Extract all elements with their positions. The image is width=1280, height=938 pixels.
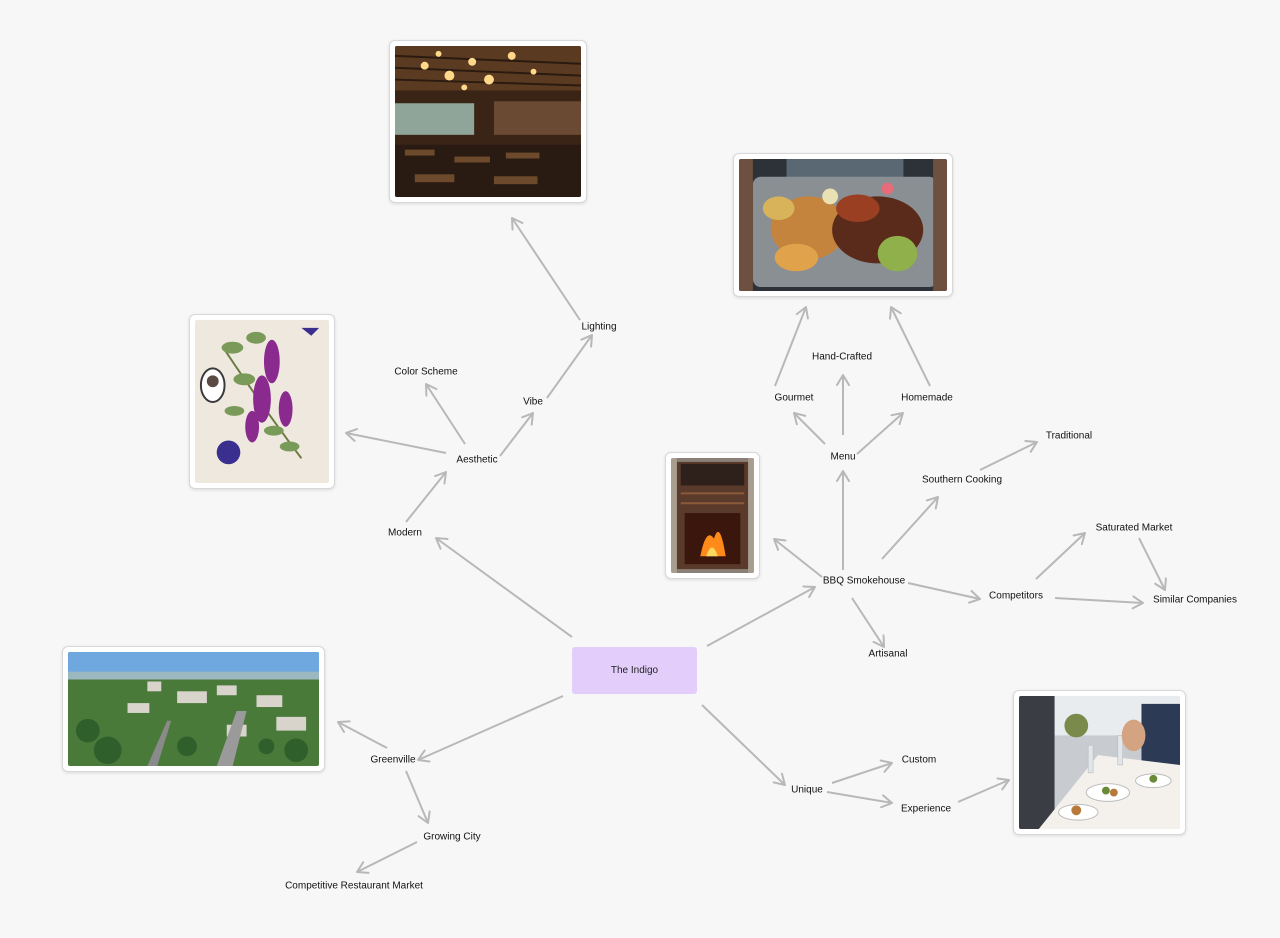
edge-homemade-platter bbox=[889, 306, 931, 387]
greenville-aerial-image bbox=[68, 652, 319, 766]
restaurant-interior-image bbox=[395, 46, 581, 197]
edge-southern-traditional bbox=[979, 440, 1038, 471]
dining-experience-image bbox=[1019, 696, 1180, 829]
edge-vibe-lighting bbox=[546, 334, 593, 399]
node-saturated-market[interactable]: Saturated Market bbox=[1095, 522, 1173, 534]
greenville-aerial-card[interactable] bbox=[62, 646, 325, 772]
smoker-fire-image bbox=[671, 458, 754, 573]
node-traditional[interactable]: Traditional bbox=[1045, 430, 1093, 442]
edge-unique-custom bbox=[831, 759, 893, 784]
edge-root-bbq bbox=[706, 585, 816, 647]
root-node-label: The Indigo bbox=[610, 665, 659, 676]
edge-aesthetic-botanical bbox=[345, 428, 447, 454]
edge-greenville-growing bbox=[405, 770, 431, 824]
edge-competitors-saturated bbox=[1035, 532, 1086, 580]
edge-aesthetic-vibe bbox=[499, 412, 534, 457]
node-custom[interactable]: Custom bbox=[901, 754, 937, 766]
edge-bbq-southern bbox=[881, 496, 939, 560]
node-vibe[interactable]: Vibe bbox=[523, 396, 543, 408]
node-similar-companies[interactable]: Similar Companies bbox=[1153, 594, 1237, 606]
indigo-botanical-card[interactable] bbox=[189, 314, 335, 489]
node-aesthetic[interactable]: Aesthetic bbox=[456, 454, 498, 466]
node-lighting[interactable]: Lighting bbox=[581, 321, 617, 333]
edge-bbq-smoker bbox=[773, 538, 823, 578]
edge-menu-gourmet bbox=[793, 412, 826, 445]
bbq-platter-image bbox=[739, 159, 947, 291]
edge-bbq-competitors bbox=[907, 582, 981, 604]
dining-experience-card[interactable] bbox=[1013, 690, 1186, 835]
edge-unique-experience bbox=[826, 791, 893, 809]
edge-root-greenville bbox=[417, 695, 564, 763]
smoker-fire-card[interactable] bbox=[665, 452, 760, 579]
edge-aesthetic-colorscheme bbox=[425, 383, 466, 445]
edge-menu-homemade bbox=[856, 412, 904, 455]
edge-lighting-interior bbox=[511, 217, 581, 321]
root-node[interactable]: The Indigo bbox=[572, 647, 697, 694]
edge-modern-aesthetic bbox=[405, 471, 447, 523]
node-experience[interactable]: Experience bbox=[900, 803, 952, 815]
restaurant-interior-card[interactable] bbox=[389, 40, 587, 203]
node-modern[interactable]: Modern bbox=[388, 527, 422, 539]
edge-gourmet-platter bbox=[774, 306, 809, 387]
node-menu[interactable]: Menu bbox=[830, 451, 856, 463]
edge-bbq-artisanal bbox=[851, 597, 885, 648]
node-competitors[interactable]: Competitors bbox=[989, 590, 1043, 602]
node-growing-city[interactable]: Growing City bbox=[423, 831, 481, 843]
edge-root-unique bbox=[701, 704, 786, 786]
edge-greenville-aerial bbox=[337, 720, 388, 749]
node-gourmet[interactable]: Gourmet bbox=[774, 392, 814, 404]
node-homemade[interactable]: Homemade bbox=[901, 392, 953, 404]
edge-growing-competitive bbox=[356, 841, 418, 874]
node-artisanal[interactable]: Artisanal bbox=[868, 648, 908, 660]
edge-root-modern bbox=[435, 537, 573, 638]
edge-experience-dining bbox=[957, 777, 1010, 803]
node-hand-crafted[interactable]: Hand-Crafted bbox=[811, 351, 873, 363]
bbq-platter-card[interactable] bbox=[733, 153, 953, 297]
node-southern-cooking[interactable]: Southern Cooking bbox=[921, 474, 1003, 486]
indigo-botanical-image bbox=[195, 320, 329, 483]
node-color-scheme[interactable]: Color Scheme bbox=[394, 366, 458, 378]
node-unique[interactable]: Unique bbox=[791, 784, 823, 796]
node-greenville[interactable]: Greenville bbox=[370, 754, 416, 766]
node-bbq-smokehouse[interactable]: BBQ Smokehouse bbox=[822, 575, 906, 587]
edge-competitors-similar bbox=[1054, 595, 1144, 610]
edge-saturated-similar bbox=[1138, 537, 1167, 591]
node-competitive-restaurant-market[interactable]: Competitive Restaurant Market bbox=[285, 880, 423, 892]
